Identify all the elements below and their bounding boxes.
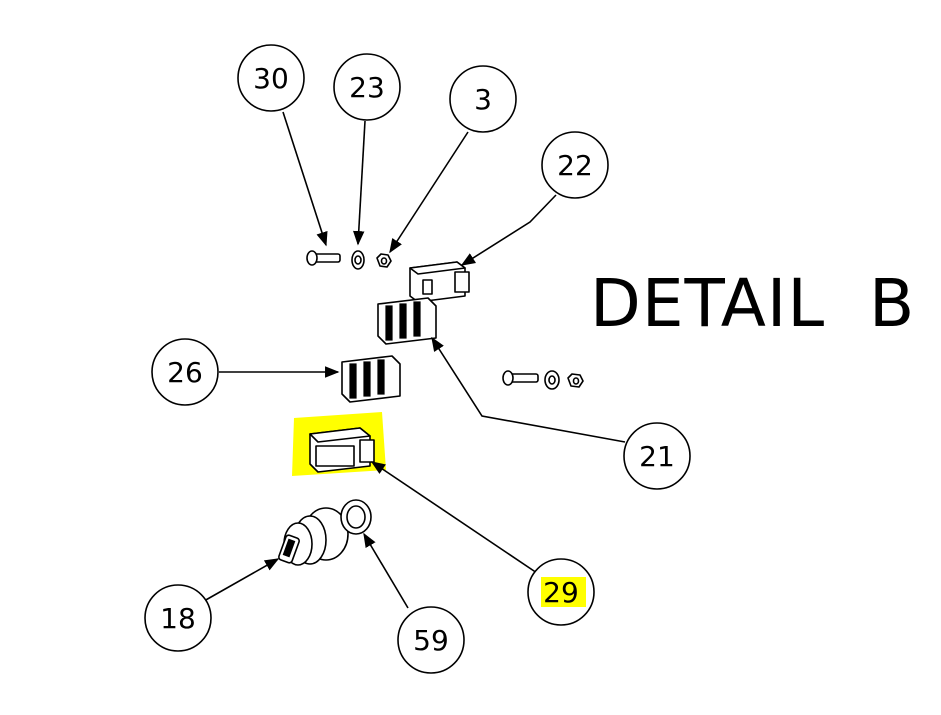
washer-part-23 (351, 250, 365, 270)
callout-59: 59 (397, 606, 465, 674)
callout-label: 3 (474, 83, 492, 116)
ring-part-59 (340, 499, 372, 535)
bolt-part-30 (306, 250, 341, 266)
callout-label: 18 (160, 602, 196, 635)
nut-part-3 (376, 253, 392, 268)
callout-22: 22 (541, 131, 609, 199)
callout-21: 21 (623, 422, 691, 490)
rocker-switch-part-22 (409, 261, 470, 303)
callout-label: 22 (557, 149, 593, 182)
leader-29 (370, 461, 538, 574)
leader-23 (352, 120, 366, 246)
callout-26: 26 (151, 338, 219, 406)
leader-22 (460, 194, 557, 266)
key-switch-part-18 (278, 507, 349, 566)
callout-label: 59 (413, 624, 449, 657)
bracket-part-26 (341, 355, 401, 403)
leader-3 (389, 131, 469, 254)
bracket-part-21 (377, 297, 437, 345)
callout-29-highlight (541, 577, 586, 607)
callout-label: 21 (639, 440, 675, 473)
detail-title: DETAIL B (590, 265, 915, 342)
leader-59 (363, 532, 409, 609)
callout-3: 3 (449, 65, 517, 133)
leader-21 (431, 336, 626, 443)
callout-23: 23 (333, 53, 401, 121)
callout-29: 29 (527, 558, 595, 626)
callout-18: 18 (144, 584, 212, 652)
callout-label: 26 (167, 356, 203, 389)
callout-label: 29 (543, 576, 579, 609)
callout-label: 30 (253, 62, 289, 95)
bolt-washer-nut-set (502, 370, 584, 390)
callout-30: 30 (237, 44, 305, 112)
leader-18 (203, 558, 280, 602)
callout-label: 23 (349, 71, 385, 104)
leader-30 (282, 111, 328, 247)
switch-part-29 (309, 427, 375, 473)
